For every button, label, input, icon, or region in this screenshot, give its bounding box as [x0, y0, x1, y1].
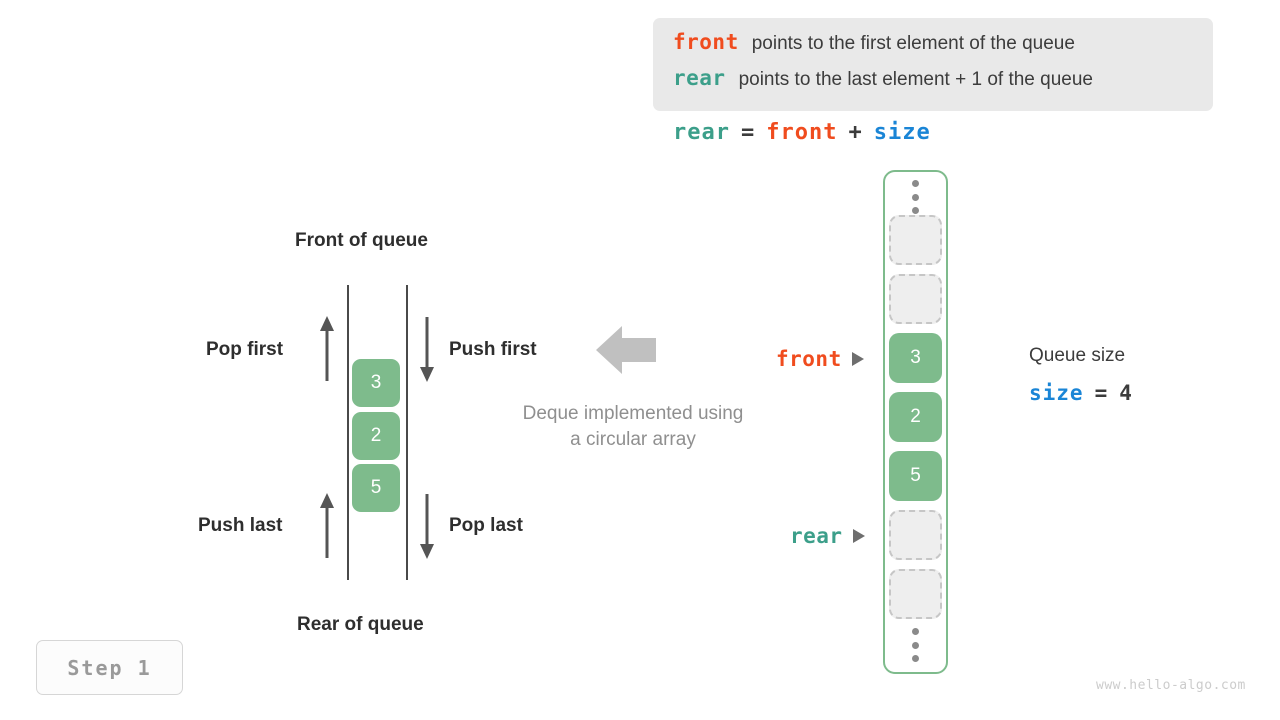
deque-op-label-pop-last: Pop last [449, 515, 523, 536]
array-cell-filled: 3 [889, 333, 942, 383]
formula-lhs-rear: rear [673, 120, 730, 145]
deque-front-label: Front of queue [295, 230, 428, 251]
array-cell-empty [889, 569, 942, 619]
deque-op-label-pop-first: Pop first [206, 339, 284, 360]
deque-rear-label: Rear of queue [297, 614, 424, 635]
arrow-down-pop-last-icon [420, 494, 434, 559]
arrow-up-push-last-icon [320, 493, 334, 558]
deque-cell: 2 [352, 412, 400, 460]
pointer-rear: rear [790, 524, 865, 548]
legend-description-front: points to the first element of the queue [751, 33, 1075, 54]
watermark: www.hello-algo.com [1096, 678, 1246, 693]
arrow-up-pop-first-icon [320, 316, 334, 381]
array-cell-filled: 2 [889, 392, 942, 442]
legend-box: front points to the first element of the… [653, 18, 1213, 111]
pointer-rear-triangle-icon [852, 529, 865, 543]
formula-rhs-front: front [766, 120, 838, 145]
array-cell-empty [889, 215, 942, 265]
arrow-down-push-first-icon [420, 317, 434, 382]
deque-cell: 3 [352, 359, 400, 407]
legend-keyword-front: front [673, 30, 739, 54]
circular-array-container [883, 170, 948, 674]
queue-size-var: size [1029, 381, 1084, 405]
pointer-front-triangle-icon [851, 352, 864, 366]
array-ellipsis-top-icon [908, 180, 923, 214]
arrow-left-large-icon [596, 326, 656, 374]
deque-op-label-push-first: Push first [449, 339, 537, 360]
deque-rail-left [347, 285, 349, 580]
formula-equals-sign: = [740, 120, 756, 145]
legend-row-front: front points to the first element of the… [653, 30, 1213, 66]
formula-plus-sign: + [848, 120, 863, 145]
queue-size-expression: size = 4 [1029, 381, 1133, 405]
queue-size-title: Queue size [1029, 345, 1126, 366]
array-ellipsis-bottom-icon [908, 628, 923, 662]
queue-size-equals: = [1094, 381, 1109, 405]
queue-size-value: 4 [1119, 381, 1133, 405]
deque-rail-right [406, 285, 408, 580]
legend-keyword-rear: rear [673, 66, 726, 90]
formula-rhs-size: size [873, 120, 931, 145]
deque-caption-line-2: a circular array [570, 429, 696, 450]
formula-rear-equals-front-plus-size: rear = front + size [673, 120, 931, 145]
pointer-front-label: front [776, 347, 842, 371]
legend-row-rear: rear points to the last element + 1 of t… [653, 66, 1213, 102]
legend-description-rear: points to the last element + 1 of the qu… [738, 69, 1093, 90]
deque-op-label-push-last: Push last [198, 515, 283, 536]
array-cell-filled: 5 [889, 451, 942, 501]
deque-caption-line-1: Deque implemented using [522, 403, 744, 424]
step-badge: Step 1 [36, 640, 183, 695]
deque-caption: Deque implemented using a circular array [493, 401, 773, 453]
array-cell-empty [889, 274, 942, 324]
array-cell-empty [889, 510, 942, 560]
pointer-rear-label: rear [790, 524, 843, 548]
pointer-front: front [776, 347, 864, 371]
deque-cell: 5 [352, 464, 400, 512]
